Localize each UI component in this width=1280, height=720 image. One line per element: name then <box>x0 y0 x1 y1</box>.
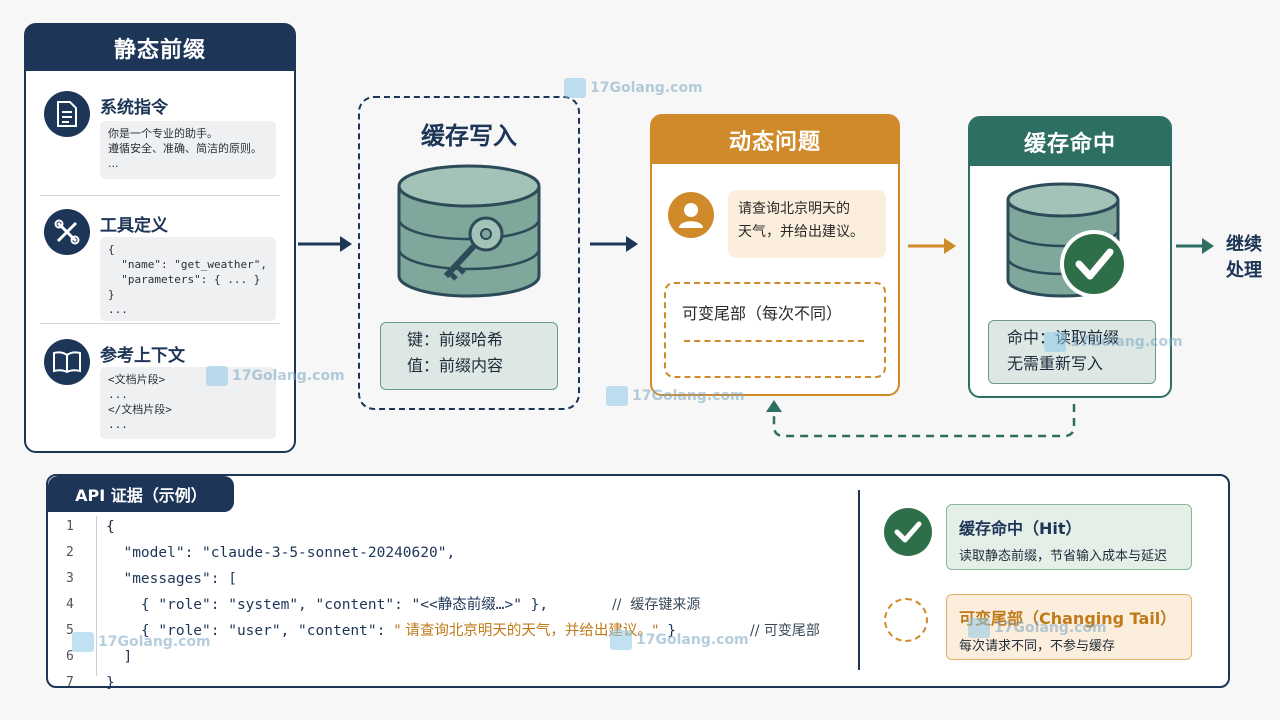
legend-hit-desc: 读取静态前缀，节省输入成本与延迟 <box>959 549 1168 564</box>
watermark: 17Golang.com <box>606 386 745 406</box>
question-bubble: 请查询北京明天的 天气，并给出建议。 <box>728 190 886 258</box>
watermark: 17Golang.com <box>968 618 1107 638</box>
section-divider <box>40 323 280 324</box>
watermark-logo-icon <box>72 632 94 652</box>
system-instruction-title: 系统指令 <box>100 98 168 118</box>
tool-definition-section: 工具定义 { "name": "get_weather", "parameter… <box>40 205 280 323</box>
system-instruction-section: 系统指令 你是一个专业的助手。遵循安全、准确、简洁的原则。... <box>40 87 280 205</box>
cache-key-label: 键：前缀哈希 <box>407 330 504 349</box>
system-instruction-text: 你是一个专业的助手。遵循安全、准确、简洁的原则。... <box>100 121 276 179</box>
document-icon <box>44 91 90 137</box>
watermark: 17Golang.com <box>564 78 703 98</box>
cache-value-label: 值：前缀内容 <box>407 356 504 375</box>
book-icon <box>44 339 90 385</box>
cache-write-panel: 缓存写入 键：前缀哈希 值：前缀内容 <box>358 96 580 410</box>
legend-hit-title: 缓存命中（Hit） <box>959 519 1082 538</box>
continue-processing-label: 继续 处理 <box>1226 234 1262 281</box>
user-avatar-icon <box>668 192 714 238</box>
cache-hit-panel: 缓存命中 命中：读取前缀 无需重新写入 <box>968 116 1172 398</box>
changing-tail-placeholder-line <box>684 340 864 342</box>
cache-key-value-box: 键：前缀哈希 值：前缀内容 <box>380 322 558 390</box>
cache-hit-title: 缓存命中 <box>970 118 1170 166</box>
legend-tail-title: 可变尾部（Changing Tail） <box>959 609 1177 628</box>
watermark-logo-icon <box>564 78 586 98</box>
cache-write-title: 缓存写入 <box>421 122 517 150</box>
watermark-logo-icon <box>968 618 990 638</box>
tool-definition-title: 工具定义 <box>100 216 168 236</box>
changing-tail-label: 可变尾部（每次不同） <box>682 304 843 323</box>
database-check-icon <box>1006 182 1128 298</box>
changing-tail-box: 可变尾部（每次不同） <box>664 282 886 378</box>
arrow-prefix-to-cache <box>298 236 352 252</box>
reference-context-title: 参考上下文 <box>100 346 185 366</box>
arrow-hit-to-continue <box>1176 238 1214 254</box>
static-prefix-title: 静态前缀 <box>26 25 294 71</box>
code-gutter-line <box>96 516 97 676</box>
arrow-dynamic-to-hit <box>908 238 956 254</box>
dynamic-question-panel: 动态问题 请查询北京明天的 天气，并给出建议。 可变尾部（每次不同） <box>650 114 900 396</box>
legend-hit-box: 缓存命中（Hit） 读取静态前缀，节省输入成本与延迟 <box>946 504 1192 570</box>
legend-hit-icon <box>884 508 932 556</box>
reference-context-code: <文档片段>...</文档片段>... <box>100 367 276 439</box>
watermark-logo-icon <box>610 630 632 650</box>
cache-hit-info-box: 命中：读取前缀 无需重新写入 <box>988 320 1156 384</box>
legend-divider <box>858 490 860 670</box>
static-prefix-panel: 静态前缀 系统指令 你是一个专业的助手。遵循安全、准确、简洁的原则。... 工具… <box>24 23 296 453</box>
database-key-icon <box>397 164 541 298</box>
legend-tail-desc: 每次请求不同，不参与缓存 <box>959 639 1116 654</box>
cache-hit-line2: 无需重新写入 <box>1007 354 1104 373</box>
watermark-logo-icon <box>206 366 228 386</box>
arrow-cache-to-dynamic <box>590 236 638 252</box>
loop-back-arrow <box>766 400 1076 438</box>
reference-context-section: 参考上下文 <文档片段>...</文档片段>... <box>40 335 280 445</box>
watermark: 17Golang.com <box>610 630 749 650</box>
watermark: 17Golang.com <box>1044 332 1183 352</box>
wrench-icon <box>44 209 90 255</box>
watermark-logo-icon <box>1044 332 1066 352</box>
watermark-logo-icon <box>606 386 628 406</box>
watermark: 17Golang.com <box>206 366 345 386</box>
api-evidence-tab: API 证据（示例） <box>48 476 234 512</box>
legend-tail-icon <box>884 598 928 642</box>
watermark: 17Golang.com <box>72 632 211 652</box>
section-divider <box>40 195 280 196</box>
dynamic-question-title: 动态问题 <box>652 116 898 164</box>
tool-definition-code: { "name": "get_weather", "parameters": {… <box>100 237 276 321</box>
